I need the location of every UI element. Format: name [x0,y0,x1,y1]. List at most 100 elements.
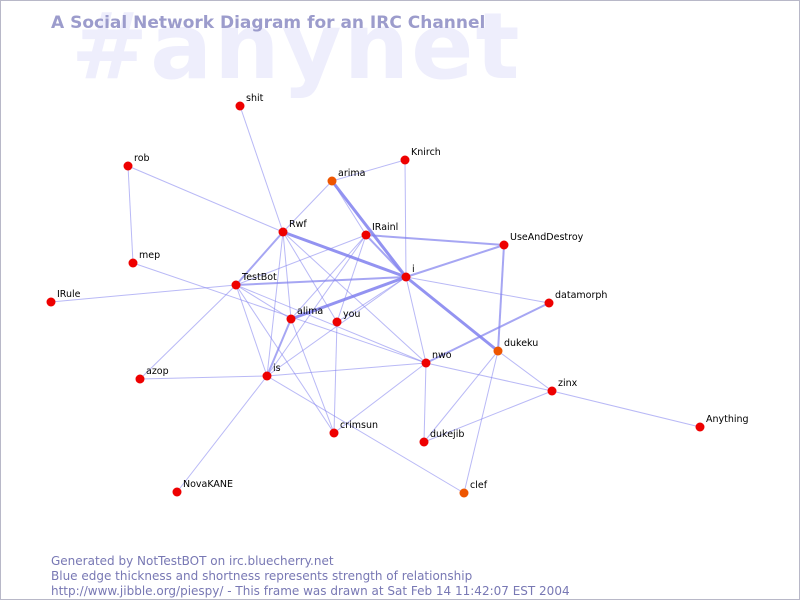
edge-TestBot-crimsun [235,284,335,434]
node-azop: azop [135,366,169,384]
node-clef: clef [459,480,488,498]
node-arima: arima [327,168,365,186]
edge-TestBot-i [235,276,407,286]
edge-Rwf-alima [282,231,292,320]
node-zinx: zinx [547,378,578,396]
edge-TestBot-nwo [235,284,427,364]
node-label: is [273,363,281,374]
node-label: crimsun [340,420,378,431]
node-dot [421,358,431,368]
node-label: IRule [57,289,81,300]
node-datamorph: datamorph [544,290,607,308]
edge-IRainl-i [365,234,407,278]
node-dot [128,258,138,268]
edge-nwo-crimsun [333,362,427,434]
edge-arima-Rwf [282,180,333,233]
edge-UseAndDestroy-i [405,244,505,278]
node-label: azop [146,366,169,377]
edge-layer [50,105,701,494]
node-dot [286,314,296,324]
node-IRainl: IRainl [361,222,398,240]
node-alima: alima [286,306,323,324]
node-label: shit [246,93,264,104]
edge-datamorph-nwo [425,302,550,364]
node-label: alima [297,306,323,317]
edge-IRainl-alima [290,234,367,320]
node-label: clef [470,480,488,491]
node-dot [493,346,503,356]
node-dot [361,230,371,240]
diagram-title: A Social Network Diagram for an IRC Chan… [51,13,486,33]
node-dot [172,487,182,497]
edge-i-dukeku [405,275,499,353]
edge-IRainl-TestBot [235,234,367,286]
node-dot [329,428,339,438]
node-label: Rwf [289,219,307,230]
edge-Knirch-arima [331,159,406,182]
node-dot [499,240,509,250]
node-label: dukejib [430,429,464,440]
edge-TestBot-azop [139,284,237,380]
node-is: is [262,363,281,381]
node-label: datamorph [555,290,607,301]
edge-alima-is [266,318,292,377]
node-dot [695,422,705,432]
edge-is-clef [266,375,465,494]
node-dot [419,437,429,447]
node-dot [46,297,56,307]
footer-generated-by: Generated by NotTestBOT on irc.bluecherr… [51,554,334,568]
edge-TestBot-alima [235,284,292,320]
node-dot [262,371,272,381]
node-rob: rob [123,153,150,171]
node-i: i [401,264,415,282]
footer: Generated by NotTestBOT on irc.bluecherr… [51,554,570,599]
edge-i-nwo [405,276,427,364]
node-Rwf: Rwf [278,219,307,237]
node-dukejib: dukejib [419,429,464,447]
node-UseAndDestroy: UseAndDestroy [499,232,584,250]
node-TestBot: TestBot [231,272,277,290]
node-dot [327,176,337,186]
edge-Rwf-TestBot [235,231,284,286]
node-label: mep [139,250,160,261]
edge-nwo-dukejib [423,362,427,443]
edge-alima-crimsun [290,318,335,434]
node-label: arima [338,168,365,179]
node-nwo: nwo [421,350,452,368]
edge-IRainl-UseAndDestroy [365,234,505,246]
edge-dukeku-dukejib [423,350,499,443]
node-label: IRainl [372,222,398,233]
node-Anything: Anything [695,414,749,432]
node-label: dukeku [504,338,538,349]
node-crimsun: crimsun [329,420,378,438]
node-IRule: IRule [46,289,81,307]
node-you: you [332,309,360,327]
node-dukeku: dukeku [493,338,538,356]
node-dot [332,317,342,327]
node-dot [231,280,241,290]
edge-rob-mep [127,165,134,264]
node-dot [123,161,133,171]
edge-i-alima [290,275,407,321]
edge-Rwf-nwo [282,231,427,364]
edge-Rwf-is [266,231,284,377]
node-dot [400,155,410,165]
node-dot [135,374,145,384]
node-label: Knirch [411,147,441,158]
node-label: zinx [558,378,578,389]
edge-rob-Rwf [127,165,284,233]
node-shit: shit [235,93,264,111]
edge-TestBot-IRule [50,284,237,303]
edge-mep-nwo [132,262,427,364]
node-label: nwo [432,350,452,361]
node-dot [401,272,411,282]
node-dot [278,227,288,237]
node-Knirch: Knirch [400,147,441,165]
edge-nwo-is [266,362,427,377]
node-NovaKANE: NovaKANE [172,479,233,497]
edge-TestBot-is [235,284,268,377]
edge-Knirch-i [404,159,407,278]
